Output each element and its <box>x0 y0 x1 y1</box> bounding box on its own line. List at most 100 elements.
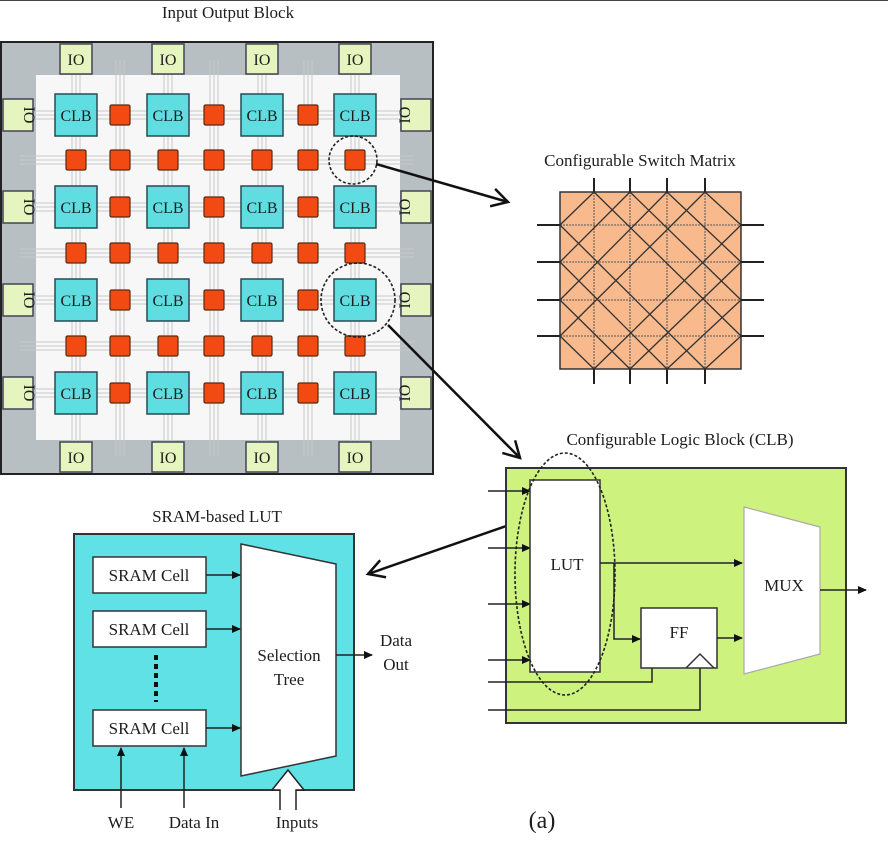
matrix-diagonal <box>559 191 595 226</box>
clb-block <box>333 278 377 322</box>
lut-highlight-ellipse <box>514 452 616 696</box>
io-block-label: IO <box>20 199 37 216</box>
switch-box <box>109 242 131 264</box>
io-block-label: IO <box>254 450 271 467</box>
clb-block <box>54 278 98 322</box>
switch-box <box>251 149 273 171</box>
sram-cell-box <box>92 610 207 648</box>
clb-block <box>54 185 98 229</box>
data-out-label-1: Data <box>380 631 413 650</box>
io-block-label: IO <box>397 292 414 309</box>
io-block-title: Input Output Block <box>162 3 295 22</box>
clb-title: Configurable Logic Block (CLB) <box>566 430 793 449</box>
switch-highlight-circle <box>328 135 378 185</box>
switch-box <box>109 104 131 126</box>
switch-box <box>109 289 131 311</box>
arrow-to-clb <box>387 324 522 460</box>
matrix-diagonal <box>629 191 742 301</box>
switch-box <box>251 335 273 357</box>
selection-tree-label-1: Selection <box>257 646 321 665</box>
sram-cell-box <box>92 556 207 594</box>
switch-box <box>297 382 319 404</box>
inputs-label: Inputs <box>276 813 319 832</box>
sram-cell-label: SRAM Cell <box>109 566 190 585</box>
switch-boxes <box>65 104 366 404</box>
inputs-bus-arrow-icon <box>270 768 306 810</box>
io-block-left <box>2 190 34 224</box>
sram-cell-label: SRAM Cell <box>109 620 190 639</box>
lut-label: LUT <box>550 555 584 574</box>
switch-matrix-title: Configurable Switch Matrix <box>544 151 736 170</box>
matrix-diagonal <box>559 191 631 263</box>
io-block-top <box>151 43 185 75</box>
clb-block <box>146 93 190 137</box>
clb-block-label: CLB <box>339 386 370 403</box>
switch-box <box>65 149 87 171</box>
switch-box <box>109 335 131 357</box>
lut-to-ff-line <box>613 563 641 643</box>
io-block-label: IO <box>160 52 177 69</box>
selection-tree-label-2: Tree <box>274 670 305 689</box>
clb-block <box>333 93 377 137</box>
io-block-label: IO <box>20 292 37 309</box>
matrix-diagonal <box>704 191 742 226</box>
io-block-label: IO <box>20 107 37 124</box>
switch-box <box>109 196 131 218</box>
sram-cell-label: SRAM Cell <box>109 719 190 738</box>
ff-clock-line <box>488 668 701 711</box>
clb-block-label: CLB <box>152 293 183 310</box>
switch-box <box>65 335 87 357</box>
clb-highlight-circle <box>320 262 396 338</box>
io-block-bottom <box>59 441 93 473</box>
switch-matrix-wires <box>537 178 764 384</box>
switch-box <box>109 382 131 404</box>
clock-triangle-icon <box>685 652 715 669</box>
clb-block <box>146 185 190 229</box>
io-block-bottom <box>151 441 185 473</box>
io-block-top <box>338 43 372 75</box>
clb-block-label: CLB <box>339 200 370 217</box>
mux-label: MUX <box>764 576 804 595</box>
switch-box <box>297 242 319 264</box>
switch-box <box>297 335 319 357</box>
clb-detail: LUT FF MUX <box>488 452 867 724</box>
clb-block-label: CLB <box>246 386 277 403</box>
switch-box <box>297 104 319 126</box>
clb-block-label: CLB <box>339 293 370 310</box>
io-block-label: IO <box>68 450 85 467</box>
switch-box <box>297 149 319 171</box>
io-block-bottom <box>338 441 372 473</box>
switch-box <box>157 335 179 357</box>
matrix-diagonal <box>559 335 595 370</box>
switch-box <box>203 289 225 311</box>
matrix-diagonal <box>559 191 706 337</box>
clb-block <box>146 371 190 415</box>
switch-box <box>344 242 366 264</box>
io-block-label: IO <box>254 52 271 69</box>
io-block-label: IO <box>20 385 37 402</box>
io-block-label: IO <box>397 385 414 402</box>
clb-block <box>240 185 284 229</box>
clb-block-label: CLB <box>60 200 91 217</box>
switch-box <box>203 242 225 264</box>
we-label: WE <box>108 813 134 832</box>
switch-box <box>203 335 225 357</box>
sram-lut-detail: SRAM Cell SRAM Cell SRAM Cell Selection … <box>73 533 413 832</box>
matrix-diagonal <box>704 335 742 370</box>
clb-block-label: CLB <box>339 108 370 125</box>
io-block-label: IO <box>160 450 177 467</box>
io-block-right <box>400 98 432 132</box>
io-block-left <box>2 98 34 132</box>
clb-block <box>54 93 98 137</box>
switch-box <box>344 149 366 171</box>
ff-label: FF <box>670 623 689 642</box>
switch-matrix-body <box>559 191 742 370</box>
clb-block-label: CLB <box>246 293 277 310</box>
data-out-label-2: Out <box>383 655 409 674</box>
matrix-diagonal <box>593 191 742 337</box>
mux-trapezoid <box>743 506 821 675</box>
switch-box <box>109 149 131 171</box>
